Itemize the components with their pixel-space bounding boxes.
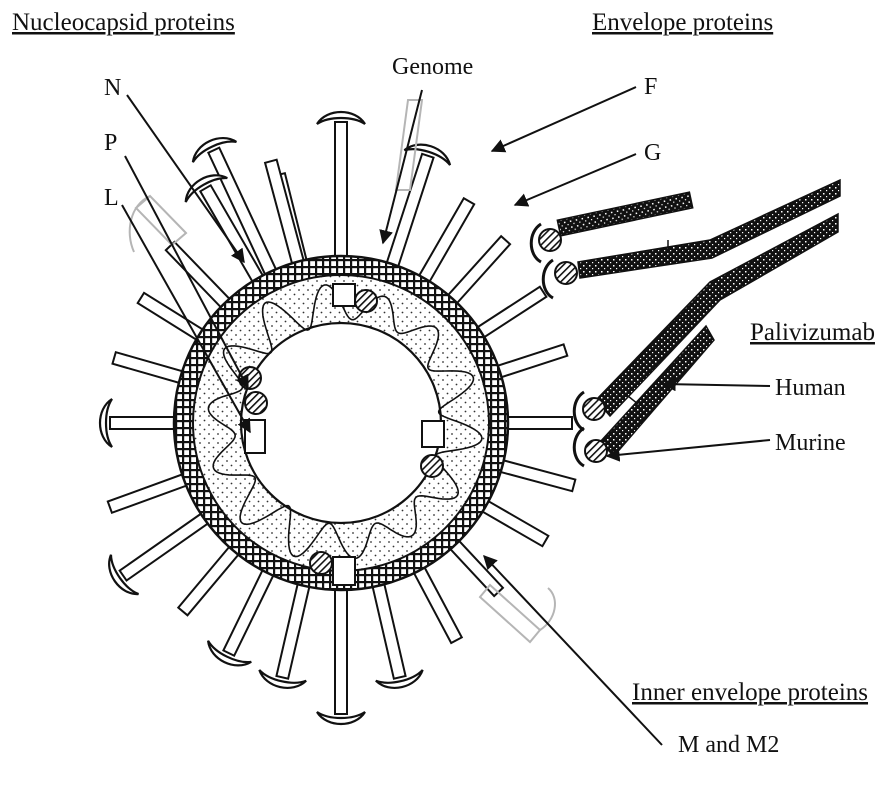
antibody-upper-bracket-2: [543, 260, 553, 298]
genome-label: Genome: [392, 54, 473, 80]
g-label: G: [644, 140, 661, 166]
g-glycoprotein-spike-8: [502, 417, 572, 429]
f-pointer: [492, 87, 636, 151]
protein-circle-left-lower: [245, 392, 267, 414]
antibody-lower-fab-1: [583, 398, 605, 420]
g-glycoprotein-spike-9: [495, 459, 575, 491]
g-glycoprotein-spike-6: [473, 287, 547, 341]
antibody-upper-fab-1: [539, 229, 561, 251]
antibody-lower-fab-2: [585, 440, 607, 462]
f-glycoprotein-spike-0: [317, 112, 365, 262]
protein-square-top: [333, 284, 355, 306]
inner-envelope-heading: Inner envelope proteins: [632, 679, 868, 706]
protein-circle-top: [355, 290, 377, 312]
g-glycoprotein-spike-4: [416, 198, 474, 286]
protein-square-left: [245, 420, 265, 453]
antibody-lower-hinge: [628, 396, 638, 404]
murine-pointer: [607, 440, 770, 456]
protein-square-right: [422, 421, 444, 447]
f-label: F: [644, 74, 657, 100]
palivizumab-heading: Palivizumab: [750, 319, 875, 346]
n-label: N: [104, 75, 121, 101]
g-pointer: [515, 154, 636, 205]
p-label: P: [104, 130, 117, 156]
nucleocapsid-heading: Nucleocapsid proteins: [12, 9, 235, 36]
g-glycoprotein-spike-7: [492, 344, 567, 379]
g-glycoprotein-spike-22: [138, 293, 208, 343]
l-label: L: [104, 185, 119, 211]
g-glycoprotein-spike-19: [108, 472, 192, 512]
human-label: Human: [775, 375, 846, 401]
protein-circle-bottom: [310, 552, 332, 574]
g-glycoprotein-spike-5: [444, 236, 510, 307]
envelope-heading: Envelope proteins: [592, 9, 773, 36]
murine-label: Murine: [775, 430, 846, 456]
antibody-lower-bracket-2: [574, 428, 584, 466]
g-glycoprotein-spike-21: [112, 352, 187, 384]
inner-envelope-pointer: [484, 556, 662, 745]
human-pointer: [663, 384, 770, 386]
f-glycoprotein-spike-13: [354, 574, 426, 692]
g-glycoprotein-spike-17: [178, 542, 242, 615]
protein-square-bottom: [333, 557, 355, 585]
protein-circle-right: [421, 455, 443, 477]
f-glycoprotein-spike-14: [317, 584, 365, 724]
f-glycoprotein-spike-20: [100, 399, 180, 447]
g-glycoprotein-spike-12: [411, 562, 462, 643]
m-m2-label: M and M2: [678, 732, 779, 758]
g-glycoprotein-spike-10: [477, 498, 548, 546]
antibody-upper-light-chain: [578, 180, 840, 278]
f-glycoprotein-spike-15: [257, 574, 329, 692]
antibody-upper-heavy-chain: [557, 192, 692, 236]
antibody-upper-fab-2: [555, 262, 577, 284]
